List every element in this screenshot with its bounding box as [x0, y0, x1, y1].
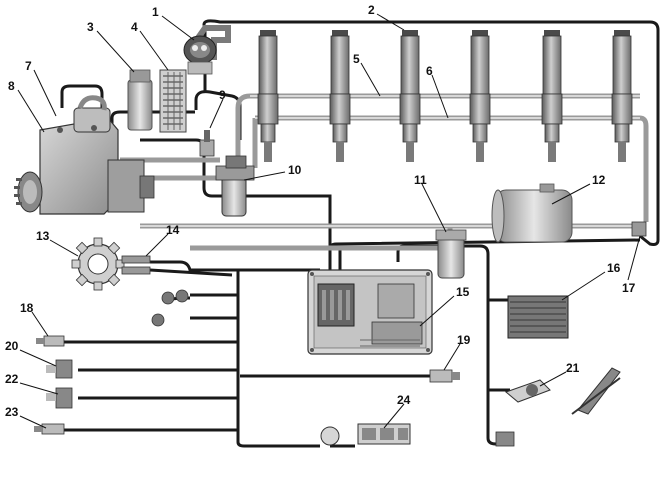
label-4: 4: [131, 20, 138, 34]
component-20-sensor: [46, 359, 73, 379]
injector-6: [611, 30, 633, 162]
label-6: 6: [426, 64, 433, 78]
label-12: 12: [592, 173, 606, 187]
label-13: 13: [36, 229, 50, 243]
injector-1: [257, 30, 279, 162]
injector-4: [469, 30, 491, 162]
label-16: 16: [607, 261, 621, 275]
label-15: 15: [456, 285, 470, 299]
component-21-throttle: [505, 367, 621, 415]
component-15-ecm: [307, 269, 433, 355]
injector-2: [329, 30, 351, 162]
component-3-fuel-filter: [127, 69, 153, 131]
label-11: 11: [414, 173, 427, 187]
label-7: 7: [25, 59, 32, 73]
component-24-connector-box: [320, 423, 411, 446]
label-24: 24: [397, 393, 411, 407]
label-20: 20: [5, 339, 19, 353]
label-5: 5: [353, 52, 360, 66]
component-4-cooler: [159, 69, 187, 133]
label-3: 3: [87, 20, 94, 34]
leader-lines: [17, 13, 641, 429]
component-16-battery: [507, 295, 569, 339]
component-17-valve: [631, 221, 647, 237]
component-22-sensor: [46, 387, 73, 409]
component-23-sensor: [34, 423, 65, 435]
component-11-primary-filter: [435, 229, 467, 279]
ground-terminal: [495, 431, 515, 447]
component-13-timing-wheel: [71, 237, 125, 291]
injectors: [257, 30, 633, 162]
component-9-sensor: [199, 130, 215, 157]
component-12-fuel-tank: [491, 183, 573, 243]
component-10-transfer-pump: [215, 155, 255, 217]
component-19-sensor: [429, 369, 460, 383]
label-18: 18: [20, 301, 34, 315]
component-18-sensor: [36, 335, 65, 347]
label-17: 17: [622, 281, 636, 295]
injector-5: [541, 30, 563, 162]
label-21: 21: [566, 361, 580, 375]
round-sensors: [151, 289, 189, 327]
label-2: 2: [368, 3, 375, 17]
label-10: 10: [288, 163, 302, 177]
component-14-speed-sensors: [121, 255, 151, 275]
label-14: 14: [166, 223, 180, 237]
label-8: 8: [8, 79, 15, 93]
label-9: 9: [219, 88, 226, 102]
label-22: 22: [5, 372, 19, 386]
label-19: 19: [457, 333, 471, 347]
injector-3: [399, 30, 421, 162]
label-23: 23: [5, 405, 19, 419]
callout-labels: 1 2 3 4 5 6 7 8 9 10 11 12 13 14 15 16 1…: [5, 3, 636, 419]
component-1-connector: [183, 25, 231, 75]
label-1: 1: [152, 5, 159, 19]
component-8-fuel-pump: [14, 95, 155, 215]
